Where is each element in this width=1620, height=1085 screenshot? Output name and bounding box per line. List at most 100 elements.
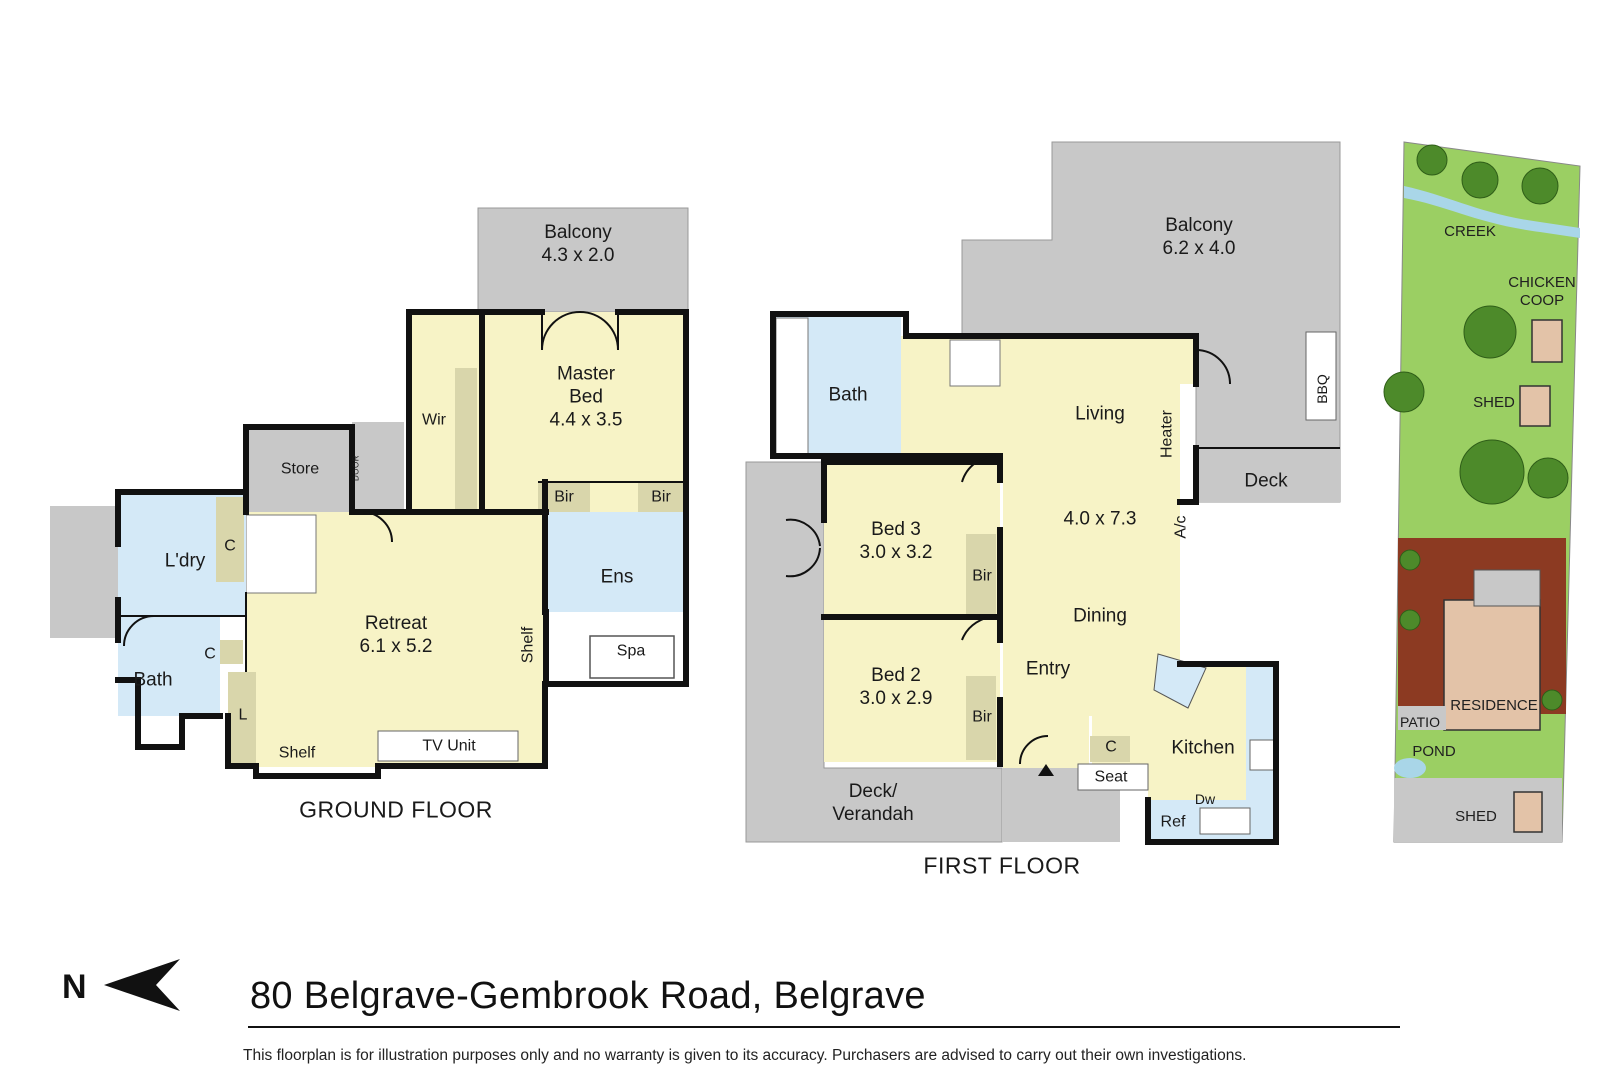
bbq-box xyxy=(1305,331,1337,421)
master-bed-label: Master Bed 4.4 x 3.5 xyxy=(550,363,623,432)
bir-bed2-label: Bir xyxy=(972,708,992,726)
bed3-label: Bed 3 3.0 x 3.2 xyxy=(860,518,933,564)
bath-vanity xyxy=(775,317,809,455)
patio-area xyxy=(1398,706,1446,730)
retreat-name: Retreat xyxy=(364,613,428,634)
first-floor-plan xyxy=(745,141,1341,845)
tree-4 xyxy=(1463,305,1517,359)
bir-bed3-label: Bir xyxy=(972,567,992,585)
gf-balcony-area xyxy=(477,207,689,313)
bir-bed2-box xyxy=(966,676,996,760)
bed3-name: Bed 3 xyxy=(871,519,921,540)
master-bed-size: 4.4 x 3.5 xyxy=(549,409,623,431)
stairs-ff xyxy=(949,339,1001,387)
residence-annex xyxy=(1473,569,1541,607)
bir-right-box xyxy=(638,482,684,512)
retreat-size: 6.1 x 5.2 xyxy=(359,636,433,657)
room-ens xyxy=(545,512,684,612)
master-bed-name: Master xyxy=(556,363,616,385)
seat-label: Seat xyxy=(1094,768,1128,786)
verandah-line1: Deck/ xyxy=(848,781,898,802)
tree-1 xyxy=(1416,144,1448,176)
site-plan-drawing xyxy=(1383,141,1581,843)
pond-shape xyxy=(1394,758,1426,778)
wir-label: Wir xyxy=(422,411,446,429)
retreat-label: Retreat 6.1 x 5.2 xyxy=(360,612,433,658)
laundry-label: L'dry xyxy=(164,550,206,572)
tree-6 xyxy=(1459,439,1525,505)
cupboard-ff-box xyxy=(1090,736,1130,762)
creek-label: CREEK xyxy=(1444,223,1496,240)
ff-balcony-size: 6.2 x 4.0 xyxy=(1162,238,1236,259)
room-store xyxy=(246,427,352,512)
store-label: Store xyxy=(280,460,320,478)
bed2-label: Bed 2 3.0 x 2.9 xyxy=(860,664,933,710)
tree-7 xyxy=(1527,457,1569,499)
cupboard-c-top xyxy=(216,497,244,582)
ground-floor-plan xyxy=(50,207,689,779)
master-bed-name2: Bed xyxy=(569,386,603,408)
spa-box xyxy=(589,635,675,679)
disclaimer-text: This floorplan is for illustration purpo… xyxy=(243,1047,1247,1064)
shed-top-label: SHED xyxy=(1473,394,1515,411)
linen-label: L xyxy=(238,706,248,724)
ff-deck-area xyxy=(1196,448,1340,502)
residence-label: RESIDENCE xyxy=(1450,697,1538,714)
sink-box xyxy=(1199,807,1251,835)
heater-label: Heater xyxy=(1158,409,1176,459)
tree-9 xyxy=(1399,609,1421,631)
tree-8 xyxy=(1399,549,1421,571)
verandah-label: Deck/ Verandah xyxy=(832,780,913,826)
bed3-size: 3.0 x 3.2 xyxy=(859,542,933,563)
kitchen-label: Kitchen xyxy=(1171,737,1235,759)
ff-balcony-label: Balcony 6.2 x 4.0 xyxy=(1163,214,1236,260)
stairs-gf xyxy=(245,514,317,594)
ff-deck-label: Deck xyxy=(1244,470,1288,492)
ff-bath-label: Bath xyxy=(828,384,868,406)
ref-label: Ref xyxy=(1160,813,1186,831)
living-label: Living xyxy=(1075,403,1125,425)
shelf-right-label: Shelf xyxy=(519,626,537,664)
entry-arrow xyxy=(1038,764,1054,776)
linen-box xyxy=(228,672,256,764)
seat-box xyxy=(1077,763,1149,791)
gf-balcony-size: 4.3 x 2.0 xyxy=(541,245,615,266)
room-bath-gf xyxy=(118,616,220,716)
room-entry xyxy=(1003,664,1089,768)
ff-balcony-name: Balcony xyxy=(1165,215,1233,236)
shed-bottom-box xyxy=(1513,791,1543,833)
spa-label: Spa xyxy=(616,642,646,660)
gf-bath-label: Bath xyxy=(133,669,173,691)
tree-2 xyxy=(1461,161,1499,199)
patio-label: PATIO xyxy=(1400,714,1440,730)
chicken-coop-line1: CHICKEN xyxy=(1508,274,1576,291)
store-door-label: DOOR xyxy=(351,455,361,481)
north-letter: N xyxy=(62,968,87,1006)
creek-line xyxy=(1404,186,1580,238)
shed-top-box xyxy=(1519,385,1551,427)
bir-bed3-box xyxy=(966,534,996,614)
ff-cupboard-label: C xyxy=(1105,738,1117,756)
bed2-name: Bed 2 xyxy=(871,665,921,686)
property-address: 80 Belgrave-Gembrook Road, Belgrave xyxy=(250,975,926,1017)
tree-5 xyxy=(1383,371,1425,413)
north-arrow-icon xyxy=(104,959,180,1011)
tree-3 xyxy=(1521,167,1559,205)
residence-roof xyxy=(1443,599,1541,731)
bir-right-label: Bir xyxy=(651,488,671,506)
bed2-size: 3.0 x 2.9 xyxy=(859,688,933,709)
gf-side-deck xyxy=(50,506,120,638)
tv-unit-box xyxy=(377,730,519,762)
gf-balcony-label: Balcony 4.3 x 2.0 xyxy=(542,221,615,267)
tree-10 xyxy=(1541,689,1563,711)
coop-box xyxy=(1531,319,1563,363)
cupboard-top-label: C xyxy=(224,537,236,555)
ac-label: A/c xyxy=(1172,515,1190,539)
chicken-coop-label: CHICKEN COOP xyxy=(1508,274,1576,310)
living-size-label: 4.0 x 7.3 xyxy=(1063,508,1137,530)
tv-unit-label: TV Unit xyxy=(422,737,476,755)
dw-label: Dw xyxy=(1194,791,1216,807)
cupboard-bottom-label: C xyxy=(204,645,216,663)
